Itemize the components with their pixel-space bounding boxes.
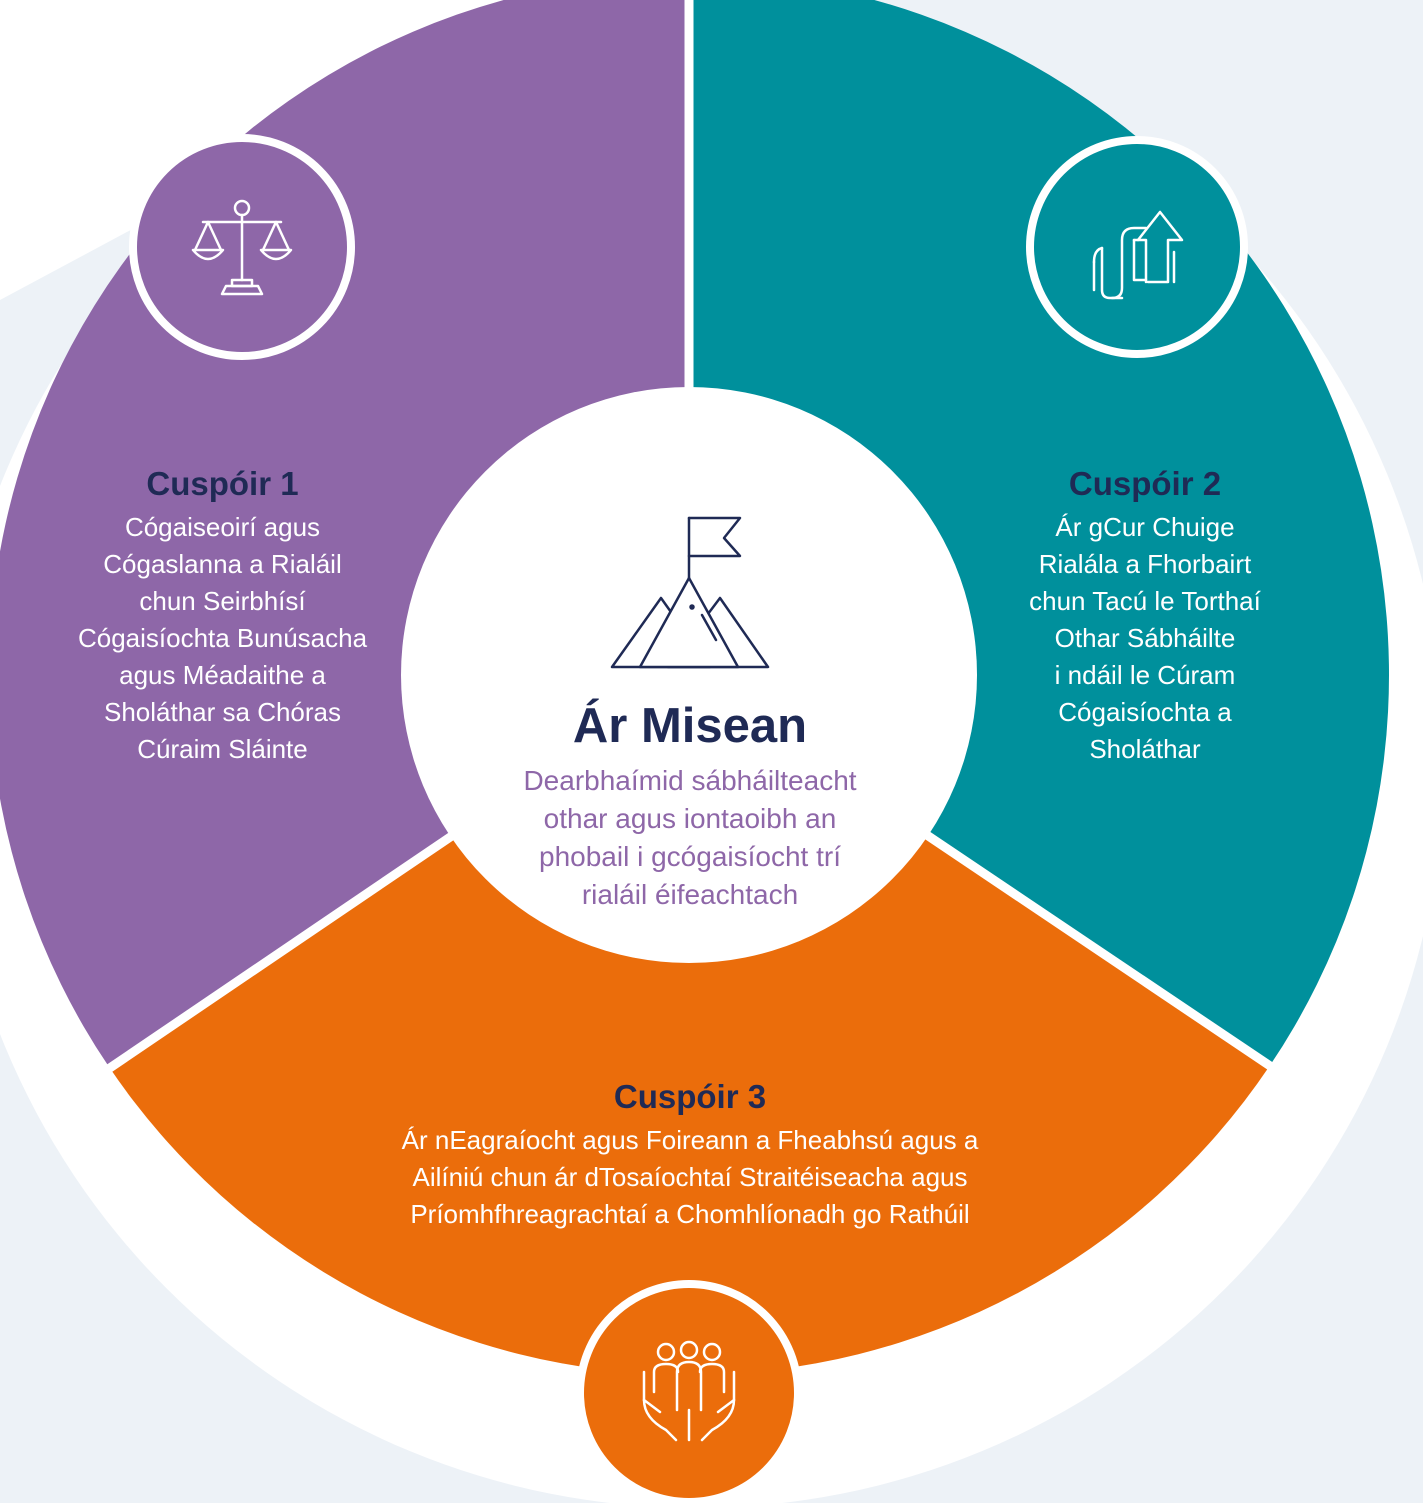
description-line: chun Tacú le Torthaí bbox=[1029, 586, 1261, 616]
cuspoir-2-title: Cuspóir 2 bbox=[1068, 465, 1222, 502]
segment-orange-cuspoir-3 bbox=[108, 675, 1270, 1376]
description-line: Príomhfhreagrachtaí a Chomhlíonadh go Ra… bbox=[410, 1199, 970, 1229]
mission-text: Ár Misean Dearbhaímid sábháilteacht otha… bbox=[470, 698, 910, 914]
description-line: Cógaisíochta a bbox=[1058, 697, 1232, 727]
mountain-with-flag-icon bbox=[610, 516, 770, 669]
icon-circle-teal bbox=[1026, 136, 1248, 358]
scales-of-justice-icon bbox=[191, 199, 293, 296]
cuspoir-3-title: Cuspóir 3 bbox=[613, 1078, 767, 1115]
description-line: Ailíniú chun ár dTosaíochtaí Straitéisea… bbox=[412, 1162, 968, 1192]
description-line: Cógaisíochta Bunúsacha bbox=[77, 623, 368, 653]
description-line: Cógaslanna a Rialáil bbox=[103, 549, 342, 579]
description-line: Cógaiseoirí agus bbox=[124, 512, 321, 542]
description-line: Cúraim Sláinte bbox=[137, 734, 308, 764]
description-line: agus Méadaithe a bbox=[119, 660, 326, 690]
mission-line: rialáil éifeachtach bbox=[581, 879, 799, 910]
description-line: chun Seirbhísí bbox=[139, 586, 306, 616]
cuspoir-1-title: Cuspóir 1 bbox=[146, 465, 299, 502]
cuspoir-1-text: Cuspóir 1 Cógaiseoirí agus Cógaslanna a … bbox=[40, 465, 405, 768]
icon-circle-orange bbox=[576, 1280, 802, 1503]
center-circle bbox=[401, 387, 977, 963]
mission-line: othar agus iontaoibh an bbox=[543, 803, 837, 834]
scroll-with-upward-arrow-icon bbox=[1092, 210, 1184, 300]
cuspoir-1-description: Cógaiseoirí agus Cógaslanna a Rialáil ch… bbox=[40, 509, 405, 768]
description-line: i ndáil le Cúram bbox=[1054, 660, 1236, 690]
description-line: Ár gCur Chuige bbox=[1055, 512, 1235, 542]
description-line: Othar Sábháilte bbox=[1054, 623, 1236, 653]
description-line: Sholáthar bbox=[1089, 734, 1201, 764]
mission-line: phobail i gcógaisíocht trí bbox=[539, 841, 841, 872]
description-line: Sholáthar sa Chóras bbox=[103, 697, 342, 727]
hands-holding-people-icon bbox=[642, 1340, 736, 1442]
cuspoir-3-description: Ár nEagraíocht agus Foireann a Fheabhsú … bbox=[330, 1122, 1050, 1233]
cuspoir-2-text: Cuspóir 2 Ár gCur Chuige Rialála a Fhorb… bbox=[1005, 465, 1285, 768]
description-line: Ár nEagraíocht agus Foireann a Fheabhsú … bbox=[401, 1125, 979, 1155]
cuspoir-2-description: Ár gCur Chuige Rialála a Fhorbairt chun … bbox=[1005, 509, 1285, 768]
mission-line: Dearbhaímid sábháilteacht bbox=[523, 765, 857, 796]
mission-title: Ár Misean bbox=[572, 699, 808, 753]
cuspoir-3-text: Cuspóir 3 Ár nEagraíocht agus Foireann a… bbox=[330, 1078, 1050, 1233]
mission-statement: Dearbhaímid sábháilteacht othar agus ion… bbox=[470, 762, 910, 914]
description-line: Rialála a Fhorbairt bbox=[1038, 549, 1252, 579]
